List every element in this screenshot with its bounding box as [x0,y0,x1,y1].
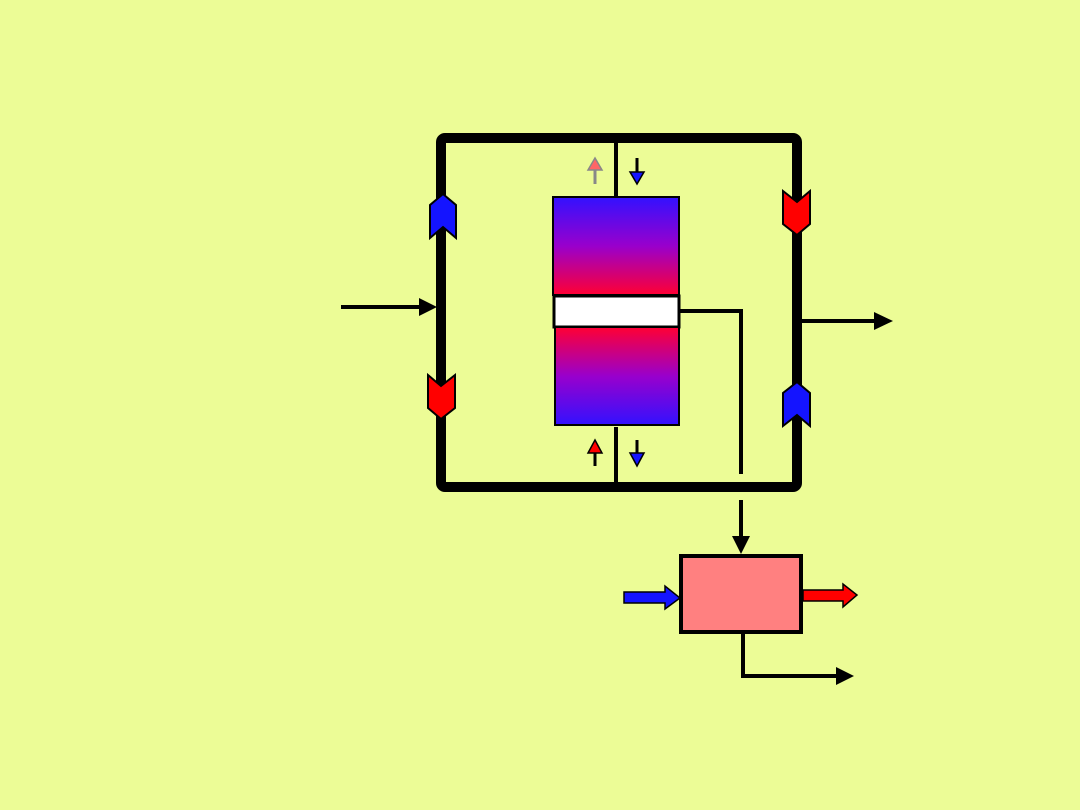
chevron-down-icon [782,188,811,237]
separator-tap-line [679,309,743,474]
arrow-up-icon [586,438,604,466]
arrow-right-icon [341,298,437,316]
arrow-down-icon [732,500,750,554]
arrow-down-icon [628,158,646,186]
arrow-right-icon [741,632,854,685]
chevron-up-icon [429,192,457,241]
upper-gradient-block [552,196,680,296]
arrow-right-icon [623,584,682,611]
chevron-up-icon [782,380,811,429]
chevron-down-icon [427,372,456,421]
arrow-right-icon [802,312,893,330]
outlet-unit-box [679,554,803,634]
arrow-up-icon [586,156,604,184]
arrow-right-icon [802,582,859,609]
separator-plate [552,294,681,329]
loop-frame [436,133,802,492]
lower-gradient-block [554,326,680,426]
arrow-down-icon [628,440,646,468]
